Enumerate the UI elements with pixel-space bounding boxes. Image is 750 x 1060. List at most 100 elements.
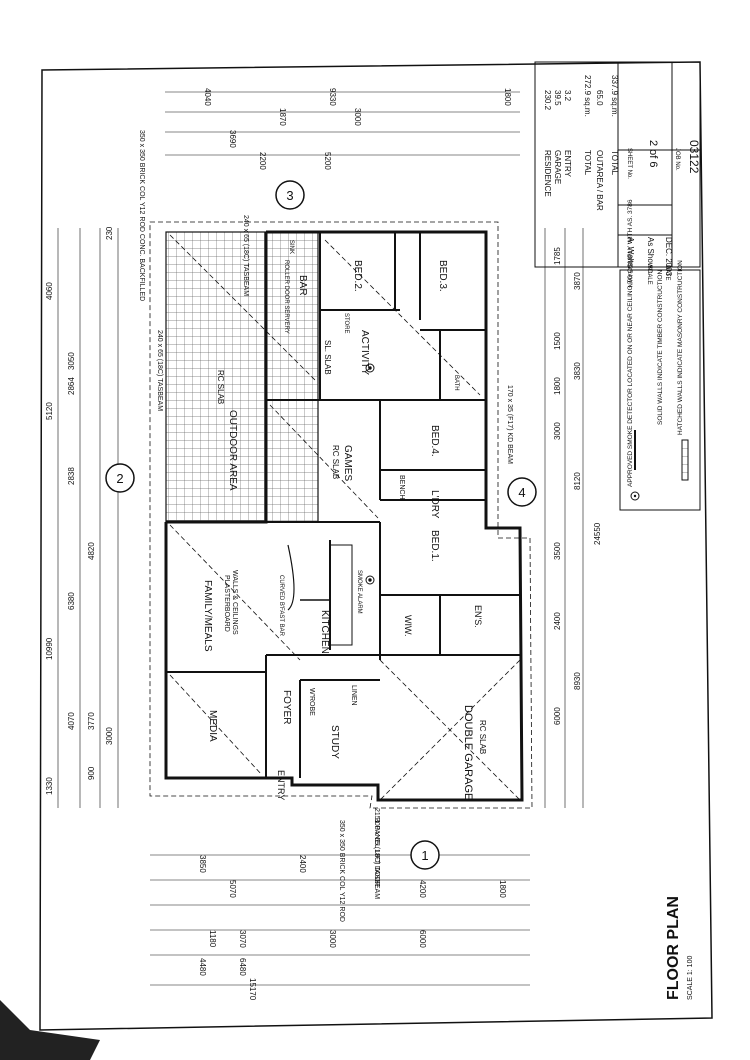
room-garage: DOUBLE GARAGE <box>462 705 474 800</box>
beam-kd: 170 x 35 (F17) KD BEAM <box>506 385 513 464</box>
beam-top: 240 x 65 (18C) TASBEAM <box>242 215 249 296</box>
dim-left-13: 230 <box>105 226 114 240</box>
dim-left-9: 4070 <box>67 712 76 730</box>
dim-left-8: 6380 <box>67 592 76 610</box>
dim-right-3: 6000 <box>553 707 562 725</box>
room-labels: OUTDOOR AREA RC SLAB BAR ROLLER DOOR SER… <box>202 240 487 800</box>
brick-top: 350 x 350 BRICK COL Y12 ROD CONC. BACKFI… <box>138 130 145 301</box>
room-activity-sub: SL. SLAB <box>323 340 332 375</box>
room-entry: ENTRY <box>276 770 286 800</box>
room-family-sub2: WALLS & CEILINGS <box>231 570 238 635</box>
dim-right-8: 3000 <box>553 422 562 440</box>
dim-bottom-8: 4200 <box>418 880 427 898</box>
dim-top-1: 9330 <box>328 88 337 106</box>
area-value-0: 230.2 <box>543 90 552 111</box>
dim-top-5: 5200 <box>323 152 332 170</box>
dims-left: 1330 10990 5120 4060 2838 2864 3050 4820… <box>45 226 114 795</box>
dim-right-1: 8930 <box>573 672 582 690</box>
dim-right-9: 1800 <box>553 377 562 395</box>
room-lndry: L'DRY <box>429 490 440 519</box>
job-value: 03122 <box>687 140 701 174</box>
dim-top-4: 1870 <box>278 108 287 126</box>
room-linen: LINEN <box>350 685 357 706</box>
dim-top-0: 4040 <box>203 88 212 106</box>
room-kitchen: KITCHEN <box>319 610 330 654</box>
beam-notes: 240 x 65 (18C) TASBEAM 240 x 65 (18C) TA… <box>138 130 513 922</box>
beam-bottom: 300 x 65 (18C) TASBEAM <box>373 818 380 899</box>
room-bench: BENCH <box>398 475 405 500</box>
smoke-detector-icon <box>365 363 375 585</box>
dim-left-5: 2864 <box>67 377 76 395</box>
area-label-5: TOTAL <box>610 150 619 176</box>
room-roller: ROLLER DOOR SERVERY <box>283 260 289 334</box>
room-bar: BAR <box>297 275 308 296</box>
room-bed1: BED.1. <box>429 530 440 562</box>
dim-left-2: 5120 <box>45 402 54 420</box>
dim-bottom-1: 6480 <box>238 958 247 976</box>
dim-top-7: 1800 <box>503 88 512 106</box>
scale-value: As Shown. <box>646 237 655 275</box>
room-bed4: BED.4. <box>429 425 440 457</box>
dim-left-3: 4060 <box>45 282 54 300</box>
drawing-title: FLOOR PLAN SCALE 1: 100 <box>665 896 694 1000</box>
dim-left-12: 900 <box>87 766 96 780</box>
area-label-3: TOTAL <box>583 150 592 176</box>
dim-right-4: 2400 <box>553 612 562 630</box>
section-marker-2-label: 2 <box>116 471 123 486</box>
section-marker-3-label: 3 <box>286 188 293 203</box>
floor-plan-scale: SCALE 1: 100 <box>687 956 694 1000</box>
dim-bottom-5: 5070 <box>228 880 237 898</box>
room-media: MEDIA <box>207 710 218 742</box>
room-family-sub1: PLASTERBOARD <box>223 575 230 632</box>
room-foyer: FOYER <box>281 690 292 724</box>
dim-right-11: 1785 <box>553 247 562 265</box>
room-bed2: BED.2. <box>352 260 363 292</box>
dim-right-10: 1500 <box>553 332 562 350</box>
job-label: JOB No. <box>674 148 680 171</box>
room-games-sub: RC SLAB <box>331 445 340 479</box>
dim-bottom-9: 3000 <box>328 930 337 948</box>
dims-right: 24550 8930 8120 6000 2400 3500 3870 3830… <box>553 247 602 725</box>
section-marker-4 <box>507 477 537 507</box>
section-marker-1-label: 1 <box>421 848 428 863</box>
dims-top: 4040 9330 3690 3000 1870 5200 2200 1800 <box>203 88 512 170</box>
floor-plan-title: FLOOR PLAN <box>665 896 682 1000</box>
dim-right-0: 24550 <box>593 522 602 545</box>
dims-bottom: 15170 6480 4480 3070 3850 5070 2400 6000… <box>198 855 507 1001</box>
dim-left-4: 2838 <box>67 467 76 485</box>
room-bfast: CURVED B'FAST BAR <box>278 575 284 637</box>
dim-left-6: 3050 <box>67 352 76 370</box>
room-outdoor: OUTDOOR AREA <box>227 410 238 491</box>
area-label-1: GARAGE <box>553 150 562 184</box>
area-value-3: 272.9 sq.m. <box>583 75 592 117</box>
dim-left-7: 4820 <box>87 542 96 560</box>
dim-bottom-0: 15170 <box>248 978 257 1001</box>
dim-top-2: 3690 <box>228 130 237 148</box>
room-store: STORE <box>343 313 349 334</box>
beam-left: 240 x 65 (18C) TASBEAM <box>156 330 163 411</box>
area-value-2: 3.2 <box>563 90 572 102</box>
smoke-alarm-label: SMOKE ALARM <box>356 570 362 614</box>
building-walls <box>149 221 533 809</box>
sheet-border <box>39 61 713 1031</box>
legend-text: APPROVED SMOKE DETECTOR LOCATED ON OR NE… <box>627 199 684 487</box>
room-study: STUDY <box>329 725 340 759</box>
area-value-5: 337.9 sq.m. <box>610 75 619 117</box>
area-value-4: 65.0 <box>595 90 604 106</box>
area-label-4: OUTAREA / BAR <box>595 150 604 211</box>
section-marker-1 <box>410 840 440 870</box>
dim-bottom-3: 3070 <box>238 930 247 948</box>
dim-bottom-11: 1180 <box>208 930 217 948</box>
dim-left-10: 3770 <box>87 712 96 730</box>
room-wiw: WIW. <box>403 615 413 637</box>
legend-box <box>619 269 701 511</box>
room-ens: EN'S. <box>473 605 483 628</box>
dimension-lines <box>57 91 584 986</box>
scale-label: SCALE <box>646 265 652 285</box>
room-garage-sub: RC SLAB <box>478 720 487 754</box>
room-bath: BATH <box>453 375 459 391</box>
dim-left-1: 10990 <box>45 637 54 660</box>
dim-bottom-6: 2400 <box>298 855 307 873</box>
drawn-label: DRAWN <box>626 265 632 287</box>
